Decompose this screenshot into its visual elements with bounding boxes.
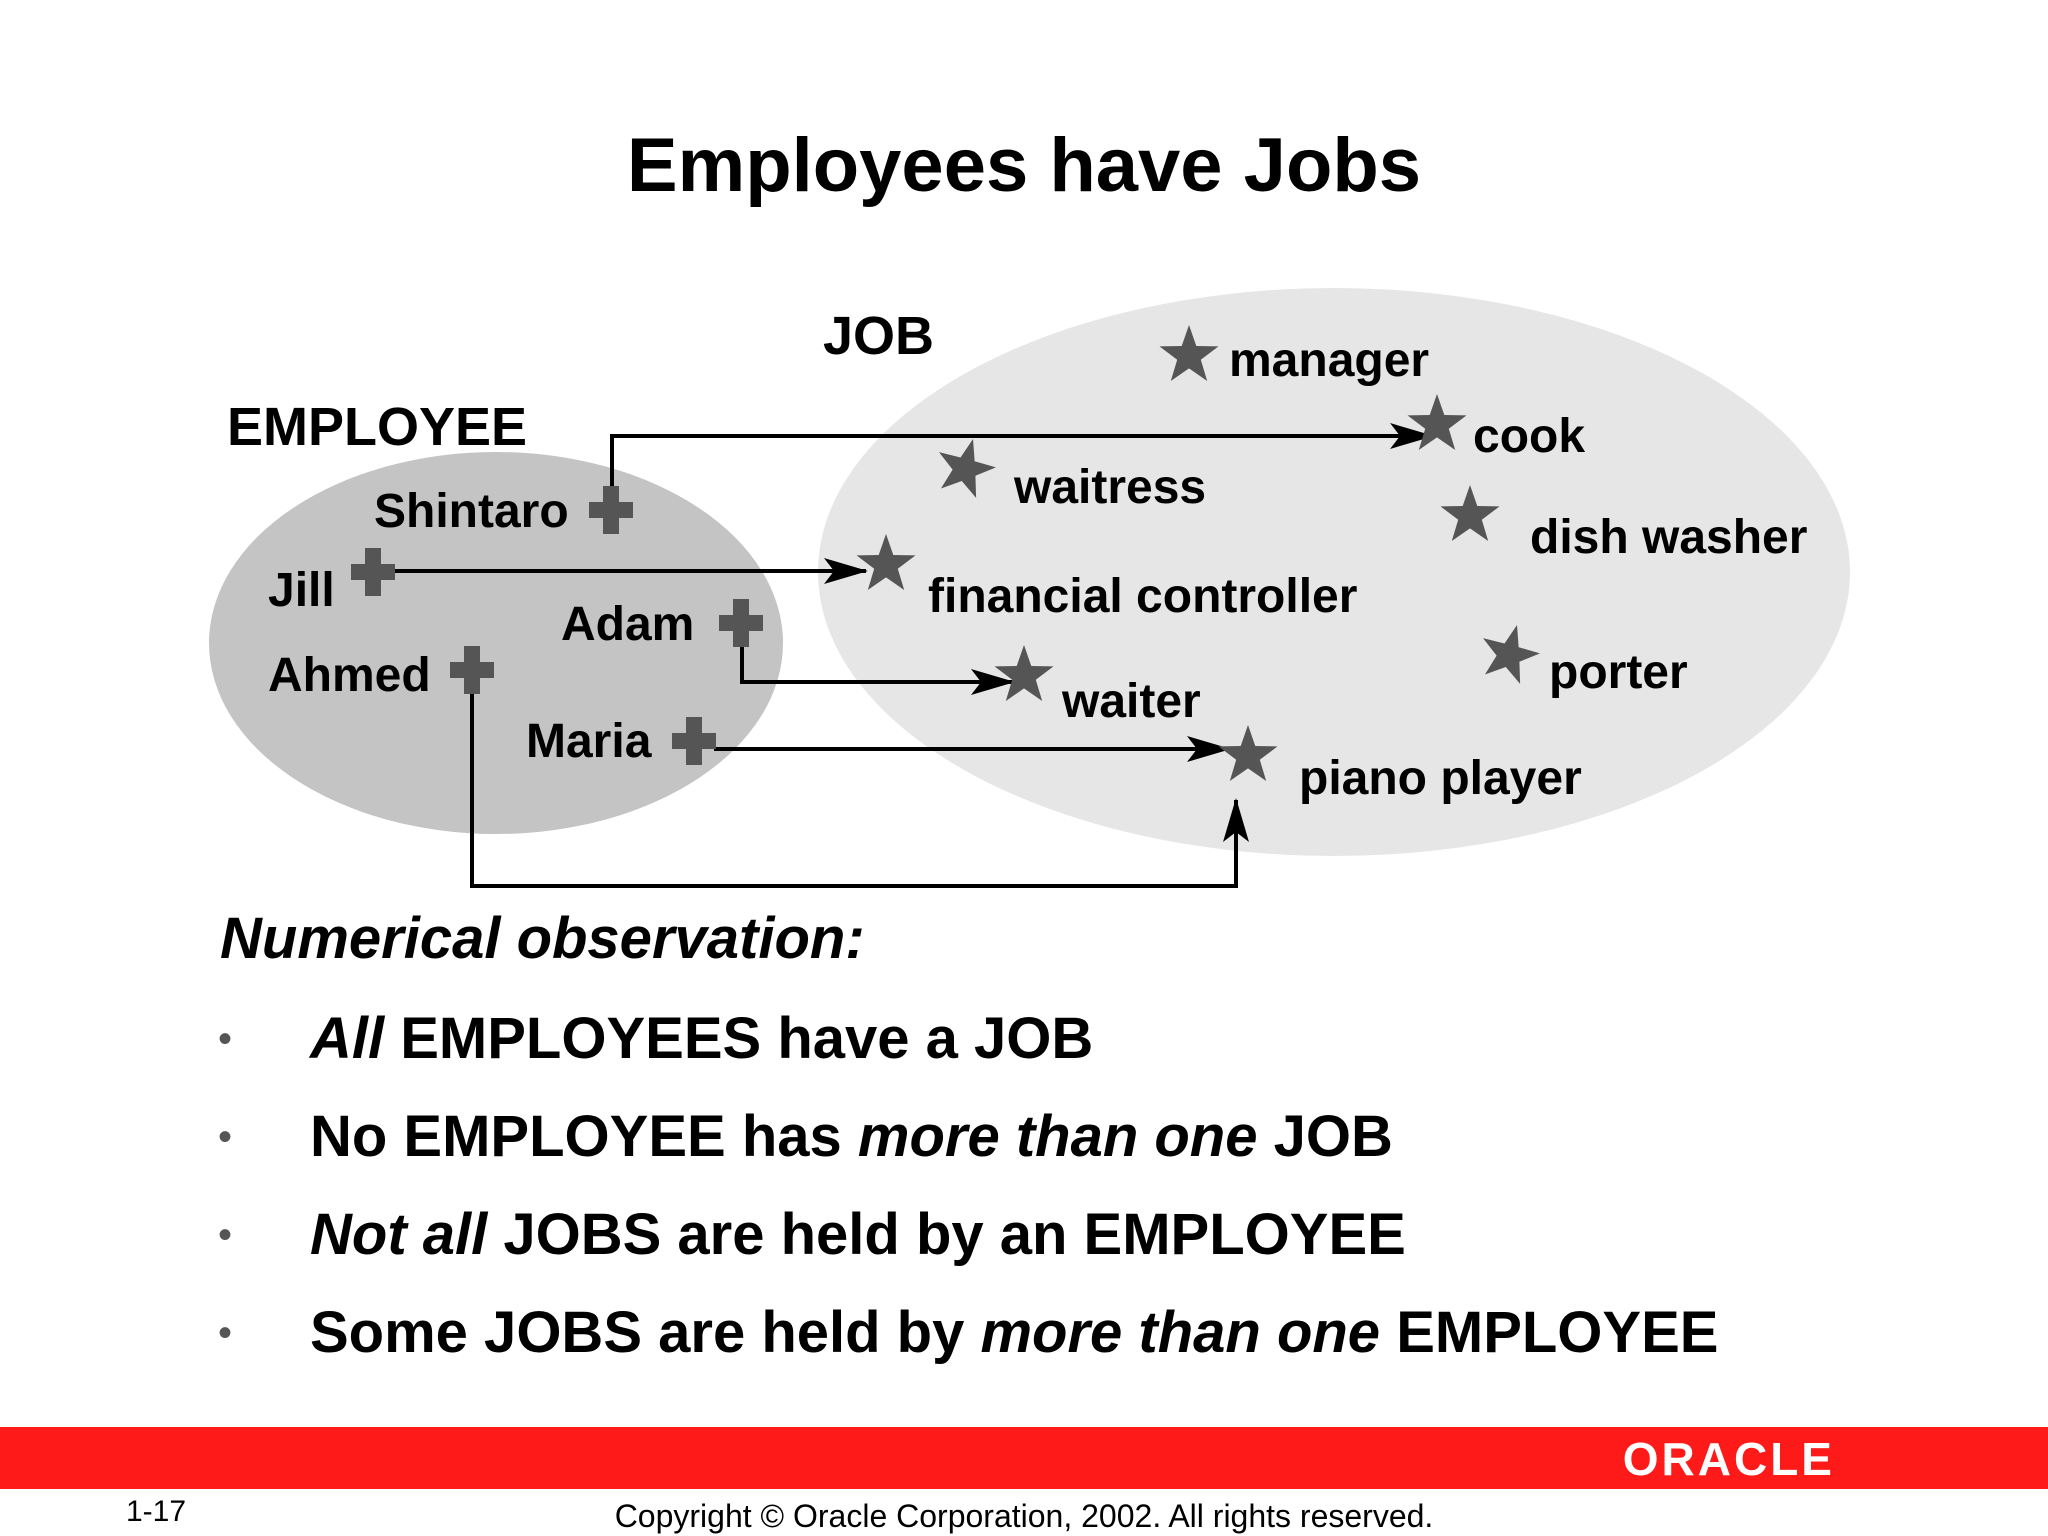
job-markers <box>856 325 1540 781</box>
oracle-logo: ORACLE <box>1622 1433 1835 1485</box>
star-icon-waiter <box>994 645 1054 701</box>
employee-job-diagram: JOB EMPLOYEE manager cook waitress dish … <box>209 288 1850 888</box>
cross-icon-jill <box>351 548 395 596</box>
arrow-ahmed-to-piano-player <box>470 690 1249 888</box>
observation-text: No EMPLOYEE has <box>310 1104 858 1169</box>
star-icon-piano-player <box>1218 725 1278 781</box>
job-set-label: JOB <box>823 306 934 366</box>
job-label-dish-washer: dish washer <box>1530 511 1807 564</box>
job-label-cook: cook <box>1473 410 1585 463</box>
job-set <box>818 288 1850 856</box>
observation-emphasis: more than one <box>980 1300 1381 1365</box>
observation-emphasis: All <box>310 1006 385 1071</box>
employee-markers <box>351 486 763 765</box>
employee-label-adam: Adam <box>561 598 694 651</box>
job-label-piano-player: piano player <box>1299 752 1582 805</box>
slide-title: Employees have Jobs <box>626 123 1422 208</box>
star-icon-waitress <box>938 439 996 498</box>
observation-text: JOBS are held by an EMPLOYEE <box>487 1202 1406 1267</box>
arrow-adam-to-waiter <box>740 643 1015 695</box>
bullet-icon: • <box>218 1115 233 1159</box>
employee-label-maria: Maria <box>526 715 652 768</box>
observation-text: JOB <box>1257 1104 1393 1169</box>
cross-icon-shintaro <box>589 486 633 534</box>
star-icon-financial-controller <box>856 534 916 590</box>
bullet-icon: • <box>218 1017 233 1061</box>
page-number: 1-17 <box>126 1495 187 1528</box>
observation-text: Some JOBS are held by <box>310 1300 981 1365</box>
star-icon-manager <box>1159 325 1219 381</box>
job-label-financial-controller: financial controller <box>928 570 1357 623</box>
job-label-waitress: waitress <box>1013 461 1206 514</box>
job-label-waiter: waiter <box>1061 675 1201 728</box>
employee-label-jill: Jill <box>268 564 335 617</box>
observation-emphasis: Not all <box>310 1202 488 1267</box>
bullet-icon: • <box>218 1213 233 1257</box>
assignment-arrows <box>388 423 1434 888</box>
employee-label-shintaro: Shintaro <box>374 485 569 538</box>
cross-icon-ahmed <box>450 646 494 694</box>
copyright-notice: Copyright © Oracle Corporation, 2002. Al… <box>614 1498 1434 1534</box>
observation-emphasis: more than one <box>857 1104 1258 1169</box>
employee-label-ahmed: Ahmed <box>268 649 431 702</box>
observation-text: EMPLOYEES have a JOB <box>384 1006 1094 1071</box>
cross-icon-maria <box>672 717 716 765</box>
star-icon-cook <box>1407 394 1467 450</box>
job-label-manager: manager <box>1229 334 1429 387</box>
observation-text: EMPLOYEE <box>1380 1300 1719 1365</box>
bullet-icon: • <box>218 1311 233 1355</box>
star-icon-dish-washer <box>1440 485 1500 541</box>
footer-bar <box>0 1427 2048 1489</box>
employee-set-label: EMPLOYEE <box>227 397 527 457</box>
cross-icon-adam <box>719 599 763 647</box>
arrow-shintaro-to-cook <box>610 423 1434 487</box>
observation-heading: Numerical observation: <box>220 906 865 971</box>
employee-set <box>209 452 783 834</box>
star-icon-porter <box>1482 625 1540 684</box>
job-label-porter: porter <box>1549 646 1688 699</box>
